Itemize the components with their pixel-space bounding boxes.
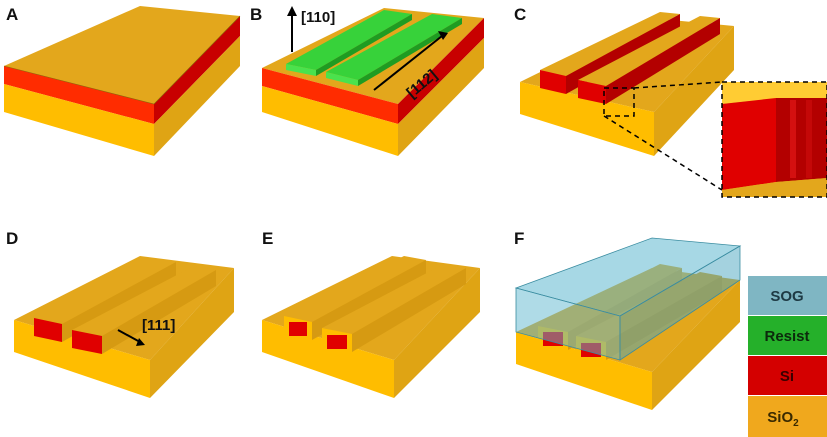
panel-f: F	[514, 229, 742, 410]
panel-b-sio2-front	[262, 86, 398, 156]
panel-f-sog-layer	[514, 237, 742, 361]
panel-a-sio2-side	[154, 36, 240, 156]
legend-swatch-resist	[748, 316, 827, 355]
panel-f-sio2-front	[516, 332, 652, 410]
legend: SOG Resist Si SiO2	[748, 276, 827, 437]
legend-swatch-sio2	[748, 396, 827, 437]
panel-a-sio2-box-front	[4, 84, 154, 156]
legend-swatch-si	[748, 356, 827, 395]
legend-label-resist: Resist	[764, 328, 809, 345]
panel-e-letter: E	[262, 229, 273, 248]
panel-b-resist-line-1	[286, 10, 412, 70]
direction-111-arrow	[117, 329, 141, 343]
panel-a: A	[3, 5, 241, 156]
panel-b-si-layer-side	[398, 18, 484, 124]
panel-b-sio2-side	[398, 38, 484, 156]
panel-c-letter: C	[514, 5, 526, 24]
direction-111-label: [111]	[142, 317, 175, 334]
panel-e-si-core-2	[327, 335, 347, 349]
panel-e: E	[262, 229, 480, 398]
panel-c-zoom-region	[603, 87, 635, 117]
panel-c-si-line-2	[578, 80, 606, 104]
panel-d-si-line-2	[72, 330, 102, 354]
panel-b-letter: B	[250, 5, 262, 24]
panel-a-top-face	[4, 6, 240, 104]
direction-110-label: [110]	[301, 9, 335, 26]
panel-d: D [111]	[6, 229, 234, 398]
panel-c-zoom-inset	[721, 81, 827, 198]
direction-112-arrow	[373, 35, 443, 91]
legend-item-sio2: SiO2	[748, 396, 827, 437]
panel-b-si-layer-front	[262, 68, 398, 124]
panel-b-resist-line-2	[326, 14, 462, 80]
panel-e-sio2-front	[262, 320, 394, 398]
legend-swatch-sog	[748, 276, 827, 315]
panel-d-letter: D	[6, 229, 18, 248]
panel-c: C	[514, 5, 827, 198]
panel-d-si-line-1	[34, 318, 62, 342]
panel-a-letter: A	[6, 5, 18, 24]
panel-a-si-layer-side	[154, 16, 240, 124]
panel-f-letter: F	[514, 229, 524, 248]
legend-item-resist: Resist	[748, 316, 827, 355]
legend-item-sog: SOG	[748, 276, 827, 315]
panel-e-sio2-side	[394, 268, 480, 398]
panel-c-sio2-side	[654, 26, 734, 156]
panel-e-si-core-1	[289, 322, 307, 336]
panel-b: B [110] [112]	[250, 5, 484, 156]
panel-c-si-line-1	[540, 70, 566, 94]
panel-d-sio2-side	[150, 268, 234, 398]
legend-label-si: Si	[780, 368, 794, 385]
panel-d-sio2-front	[14, 320, 150, 398]
legend-label-sio2: SiO2	[767, 409, 799, 429]
panel-f-sio2-side	[652, 280, 740, 410]
legend-item-si: Si	[748, 356, 827, 395]
panel-c-sio2-front	[520, 82, 654, 156]
legend-label-sog: SOG	[770, 288, 803, 305]
panel-a-si-layer-front	[4, 66, 154, 124]
